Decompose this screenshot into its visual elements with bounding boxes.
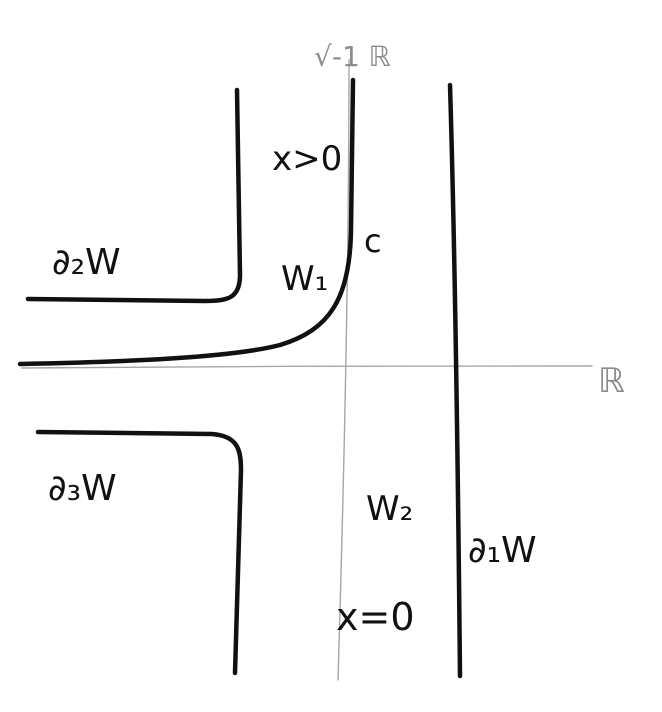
boundary-1-label: ∂₁W bbox=[468, 530, 537, 571]
point-c-label: c bbox=[364, 222, 382, 260]
right-boundary bbox=[447, 82, 463, 679]
w1-curve-boundary bbox=[17, 77, 356, 367]
lower-left-boundary bbox=[35, 429, 244, 676]
boundary-3-label: ∂₃W bbox=[48, 468, 117, 509]
real-axis-label: ℝ bbox=[598, 361, 625, 401]
imaginary-axis-label: √-1 ℝ bbox=[314, 40, 391, 73]
upper-left-boundary bbox=[25, 87, 243, 304]
imaginary-axis bbox=[337, 59, 350, 681]
condition-zero-label: x=0 bbox=[336, 595, 415, 639]
real-axis bbox=[21, 365, 593, 369]
boundary-2-label: ∂₂W bbox=[52, 242, 121, 283]
region-2-label: W₂ bbox=[366, 489, 413, 529]
condition-positive-label: x>0 bbox=[272, 139, 342, 179]
region-1-label: W₁ bbox=[281, 259, 328, 299]
